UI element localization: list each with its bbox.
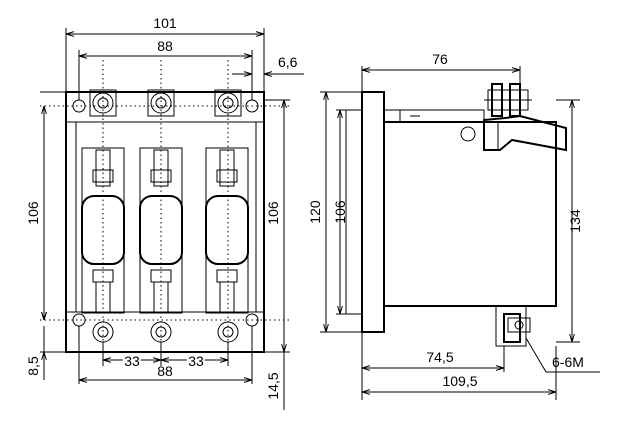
- dim-74-5: 74,5: [426, 349, 453, 365]
- thread-callout: 6-6M: [552, 354, 584, 370]
- side-top-terminal: [484, 83, 532, 117]
- side-flange: [361, 91, 385, 333]
- dim-33-right: 33: [188, 353, 204, 369]
- side-bottom-terminal: [495, 305, 531, 347]
- dim-88-top: 88: [157, 38, 173, 54]
- dim-101: 101: [153, 15, 177, 31]
- bottom-terminal-screws: [72, 313, 259, 343]
- dim-88-bottom: 88: [157, 363, 173, 379]
- dim-6-6: 6,6: [278, 54, 298, 70]
- dim-106-right: 106: [265, 201, 281, 225]
- dim-109-5: 109,5: [442, 373, 477, 389]
- pole-right: [205, 147, 249, 314]
- dim-76: 76: [432, 51, 448, 67]
- dim-106-side: 106: [332, 200, 348, 224]
- side-view: 76 120 106 134 74,5 109,5 6-6M: [307, 51, 600, 400]
- dim-14-5: 14,5: [265, 372, 281, 399]
- dim-33-left: 33: [124, 353, 140, 369]
- top-terminal-screws: [72, 89, 259, 117]
- side-handle: [483, 114, 567, 152]
- dim-106-left: 106: [25, 201, 41, 225]
- side-body: [383, 121, 557, 307]
- dim-120: 120: [307, 200, 323, 224]
- dim-134: 134: [567, 209, 583, 233]
- front-view: 101 88 6,6 106 106 8,5 33 33 88 14,5: [25, 15, 304, 410]
- dim-8-5: 8,5: [25, 356, 41, 376]
